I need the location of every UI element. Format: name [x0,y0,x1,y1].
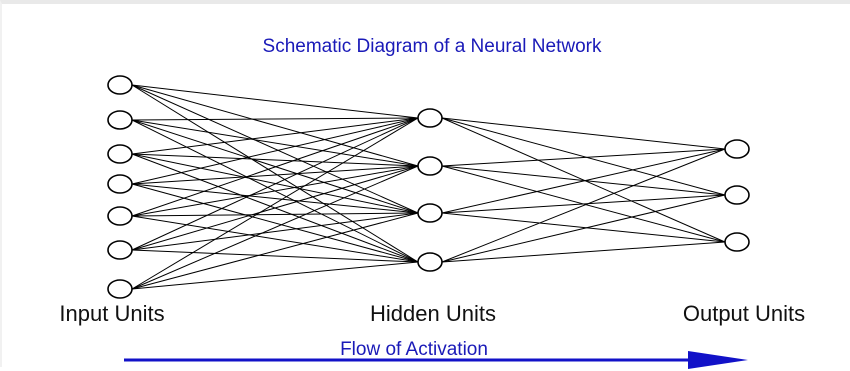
edge-input-4-to-hidden-3 [131,183,419,214]
network-nodes [107,75,750,299]
edge-input-5-to-hidden-2 [131,165,419,217]
edge-hidden-1-to-output-2 [441,117,726,196]
edge-input-2-to-hidden-2 [131,119,419,167]
edge-input-6-to-hidden-1 [131,117,419,251]
input-node-6 [107,240,133,260]
edge-hidden-3-to-output-2 [441,194,726,214]
edge-input-4-to-hidden-4 [131,183,419,263]
edge-hidden-2-to-output-1 [441,148,726,167]
edge-hidden-4-to-output-1 [441,148,726,263]
input-node-5 [107,206,133,226]
edge-input-7-to-hidden-2 [131,165,419,290]
edge-input-7-to-hidden-1 [131,117,419,290]
edge-input-6-to-hidden-2 [131,165,419,251]
input-node-4 [107,174,133,194]
flow-arrow-head [688,351,748,369]
edge-input-1-to-hidden-1 [131,84,419,119]
edge-hidden-4-to-output-2 [441,194,726,263]
edge-hidden-3-to-output-1 [441,148,726,214]
edge-input-6-to-hidden-4 [131,249,419,263]
output-node-3 [724,232,750,252]
hidden-node-2 [417,156,443,176]
edge-input-3-to-hidden-1 [131,117,419,155]
edge-hidden-1-to-output-1 [441,117,726,150]
edge-input-4-to-hidden-1 [131,117,419,185]
edge-hidden-4-to-output-3 [441,241,726,263]
flow-label: Flow of Activation [340,339,488,360]
output-node-2 [724,185,750,205]
output-layer-label: Output Units [683,301,805,326]
edge-input-5-to-hidden-4 [131,215,419,263]
input-node-2 [107,110,133,130]
output-node-1 [724,139,750,159]
hidden-node-4 [417,252,443,272]
edge-hidden-3-to-output-3 [441,212,726,243]
input-node-3 [107,144,133,164]
edge-input-7-to-hidden-4 [131,261,419,290]
input-node-1 [107,75,133,95]
edge-input-2-to-hidden-1 [131,117,419,121]
hidden-node-3 [417,203,443,223]
edge-input-3-to-hidden-2 [131,153,419,167]
input-layer-label: Input Units [59,301,164,326]
edge-input-5-to-hidden-1 [131,117,419,217]
neural-network-diagram: Schematic Diagram of a Neural Network In… [59,36,805,369]
hidden-layer-label: Hidden Units [370,301,496,326]
edge-input-6-to-hidden-3 [131,212,419,251]
edge-input-1-to-hidden-3 [131,84,419,214]
edge-input-7-to-hidden-3 [131,212,419,290]
input-node-7 [107,279,133,299]
diagram-title: Schematic Diagram of a Neural Network [263,36,602,57]
edge-input-4-to-hidden-2 [131,165,419,185]
edge-input-1-to-hidden-4 [131,84,419,263]
hidden-node-1 [417,108,443,128]
right-arrow-icon [124,351,748,369]
edge-input-5-to-hidden-3 [131,212,419,217]
connection-edges [131,84,726,290]
edge-input-1-to-hidden-2 [131,84,419,167]
